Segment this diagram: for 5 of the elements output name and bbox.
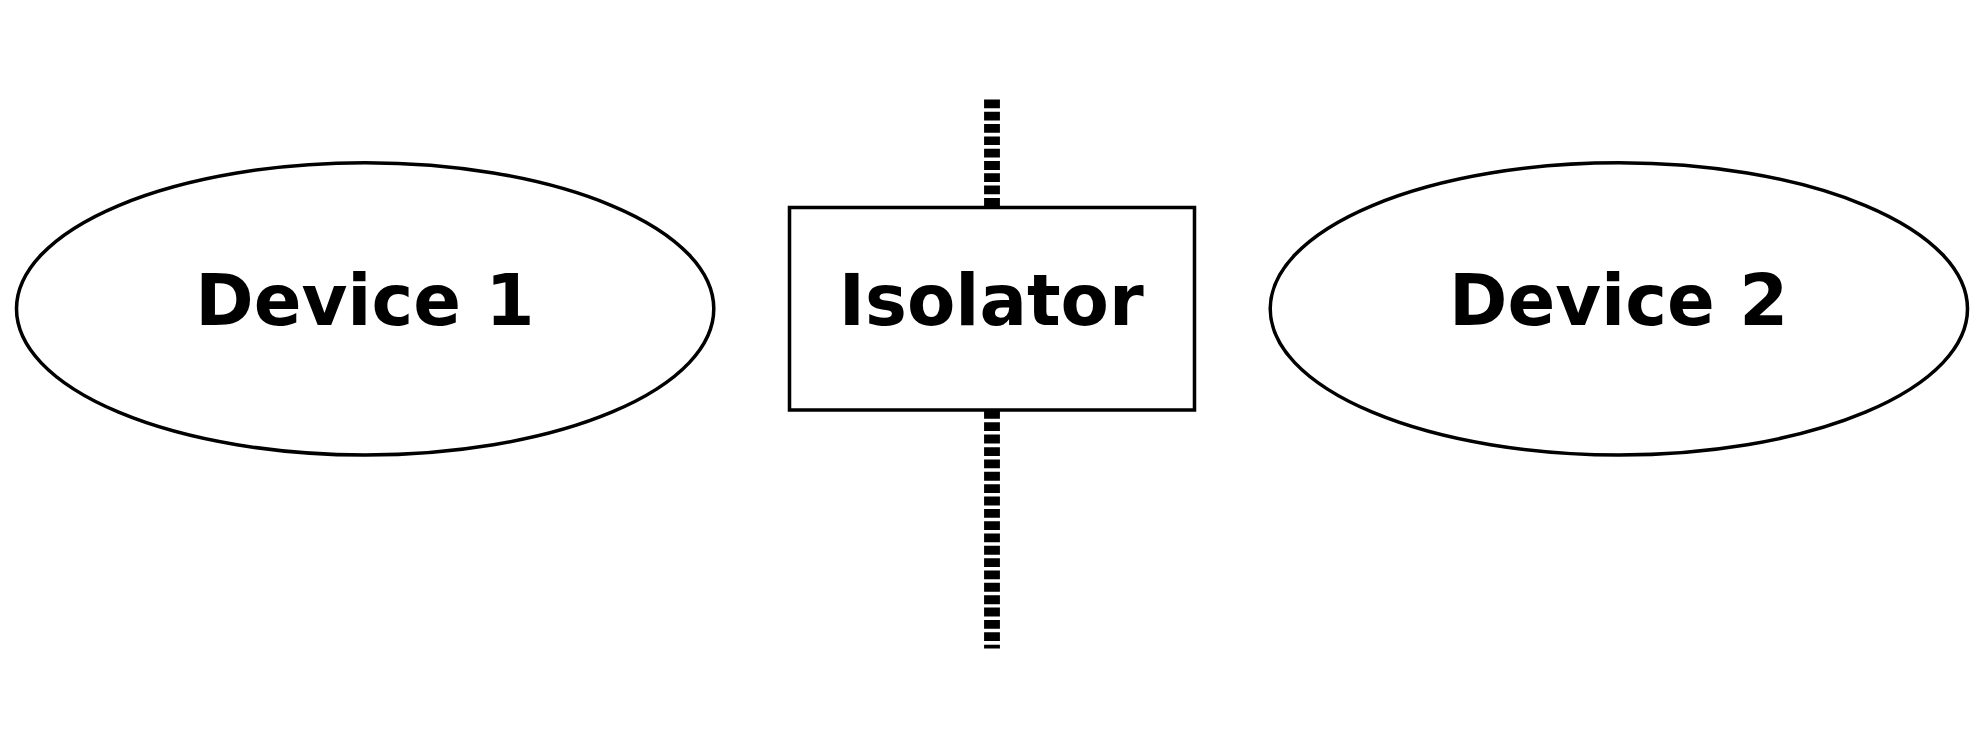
node-ellipse: Device 2 bbox=[1268, 160, 1970, 457]
connector bbox=[984, 410, 1000, 649]
connector bbox=[984, 99, 1000, 208]
node-box: Isolator bbox=[787, 205, 1197, 412]
node-ellipse: Device 1 bbox=[14, 160, 716, 457]
